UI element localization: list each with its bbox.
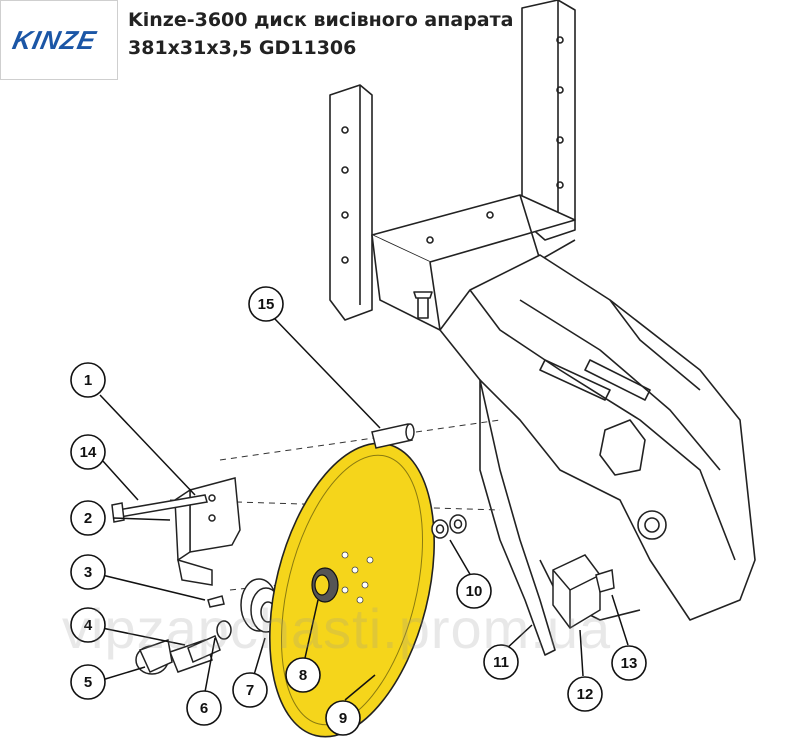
callout-11-label: 11 bbox=[493, 654, 509, 671]
sleeve-part bbox=[371, 423, 415, 449]
callout-6: 6 bbox=[186, 690, 222, 726]
callout-2-label: 2 bbox=[84, 510, 92, 527]
callout-5-label: 5 bbox=[84, 674, 92, 691]
callout-13-label: 13 bbox=[621, 655, 638, 672]
callout-8: 8 bbox=[285, 657, 321, 693]
callout-15: 15 bbox=[248, 286, 284, 322]
agitator-hub bbox=[311, 567, 339, 603]
callout-8-label: 8 bbox=[299, 667, 307, 684]
callout-10: 10 bbox=[456, 573, 492, 609]
page-title: Kinze-3600 диск висівного апарата 381x31… bbox=[128, 6, 513, 62]
callout-7: 7 bbox=[232, 672, 268, 708]
washers bbox=[431, 514, 467, 539]
callout-6-label: 6 bbox=[200, 700, 208, 717]
stop-block bbox=[552, 554, 615, 629]
callout-15-label: 15 bbox=[258, 296, 275, 313]
callout-7-label: 7 bbox=[246, 682, 254, 699]
callout-4: 4 bbox=[70, 607, 106, 643]
watermark: vipzapchasti.prom.ua bbox=[62, 597, 612, 660]
callout-13: 13 bbox=[611, 645, 647, 681]
callout-1-label: 1 bbox=[84, 372, 92, 389]
callout-9-label: 9 bbox=[339, 710, 347, 727]
callout-1: 1 bbox=[70, 362, 106, 398]
callout-3-label: 3 bbox=[84, 564, 92, 581]
callout-10-label: 10 bbox=[466, 583, 483, 600]
seed-disc bbox=[269, 442, 435, 738]
callout-12-label: 12 bbox=[577, 686, 594, 703]
part-bracket bbox=[111, 477, 241, 608]
callout-4-label: 4 bbox=[84, 617, 93, 634]
title-line-1: Kinze-3600 диск висівного апарата bbox=[128, 9, 514, 31]
callout-14-label: 14 bbox=[80, 444, 97, 461]
callout-14: 14 bbox=[70, 434, 106, 470]
title-line-2: 381x31x3,5 GD11306 bbox=[128, 37, 357, 59]
callout-3: 3 bbox=[70, 554, 106, 590]
callout-11: 11 bbox=[483, 644, 519, 680]
frame-assembly bbox=[329, 0, 756, 656]
callout-markers: 1 14 2 3 4 5 6 7 8 9 10 11 12 13 15 bbox=[70, 286, 647, 736]
brand-logo: KINZE bbox=[0, 0, 118, 80]
callout-2: 2 bbox=[70, 500, 106, 536]
callout-9: 9 bbox=[325, 700, 361, 736]
callout-5: 5 bbox=[70, 664, 106, 700]
callout-12: 12 bbox=[567, 676, 603, 712]
